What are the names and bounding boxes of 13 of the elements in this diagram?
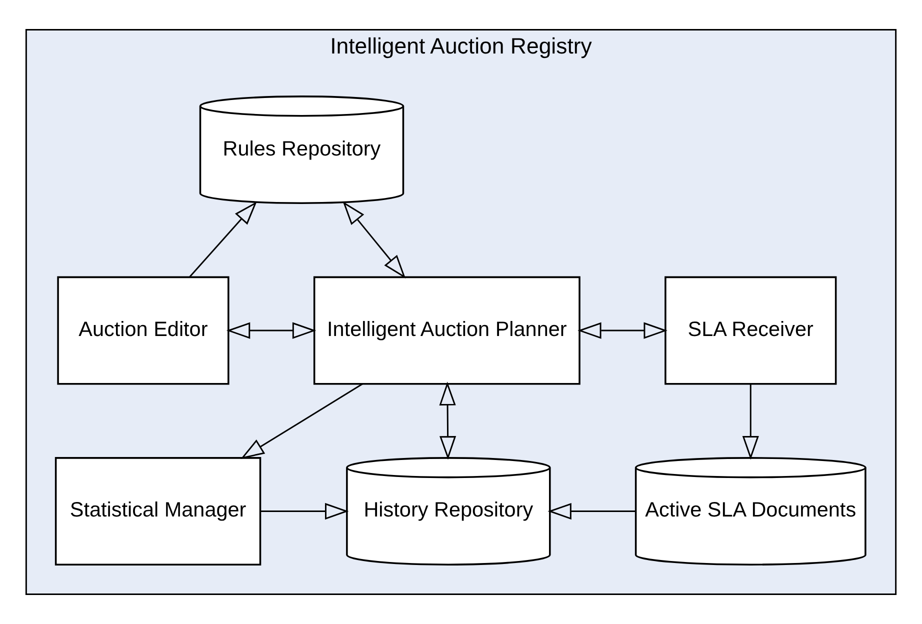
arrow: [240, 383, 363, 459]
arrow: [439, 382, 456, 460]
arrow: [189, 201, 257, 278]
node-box: Intelligent Auction Planner: [313, 276, 580, 385]
node-box: Auction Editor: [57, 276, 230, 385]
arrow: [578, 322, 668, 339]
arrow: [742, 384, 759, 460]
node-box: Statistical Manager: [54, 457, 262, 566]
arrow: [342, 201, 406, 278]
node-box: SLA Receiver: [664, 276, 837, 385]
arrow: [260, 502, 349, 520]
arrow: [226, 322, 316, 339]
arrow: [548, 502, 636, 520]
